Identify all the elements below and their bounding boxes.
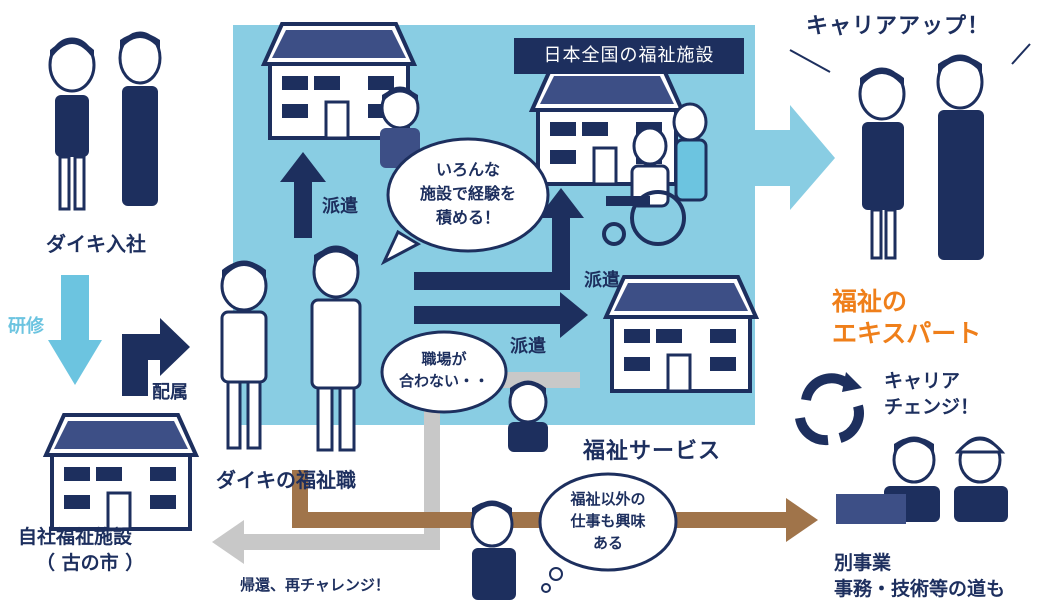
interest-line-2: 仕事も興味 <box>570 512 646 530</box>
welfare-expert-line-2: エキスパート <box>832 319 982 348</box>
dispatch-label-1: 派遣 <box>322 196 358 217</box>
other-business-line-2: 事務・技術等の道も <box>834 578 1006 600</box>
daiki-join-label: ダイキ入社 <box>46 232 146 256</box>
dispatch-label-3: 派遣 <box>510 336 546 357</box>
experience-bubble-text: いろんな 施設で経験を 積める！ <box>398 158 538 230</box>
career-up-arrow <box>755 105 835 210</box>
facility-building-3 <box>604 275 758 393</box>
panel-title: 日本全国の福祉施設 <box>514 38 744 74</box>
return-challenge-label: 帰還、再チャレンジ！ <box>240 576 390 594</box>
own-facility-label: 自社福祉施設 <box>18 526 133 548</box>
caregiver-with-wheelchair <box>602 102 708 246</box>
new-employee-woman <box>48 37 96 211</box>
dispatch-arrow-upper <box>414 188 584 290</box>
service-label: 福祉サービス <box>583 439 722 464</box>
training-label: 研修 <box>8 316 44 337</box>
expert-woman <box>858 67 906 260</box>
career-change-line-1: キャリア <box>884 370 961 392</box>
experience-bubble <box>380 137 550 266</box>
dispatch-label-2: 派遣 <box>584 270 620 291</box>
interest-line-1: 福祉以外の <box>570 490 646 508</box>
interest-bubble-text: 福祉以外の 仕事も興味 ある <box>548 488 668 554</box>
mismatch-bubble <box>380 330 508 414</box>
career-up-label: キャリアアップ！ <box>806 14 991 39</box>
dispatch-up-arrow <box>280 152 326 238</box>
interest-line-3: ある <box>592 534 623 552</box>
career-change-line-2: チェンジ！ <box>884 396 980 418</box>
other-business-line-1: 別事業 <box>834 552 892 574</box>
mismatch-line-2: 合わない・・ <box>398 372 489 390</box>
experience-line-2: 施設で経験を <box>419 184 516 203</box>
career-change-cycle-icon <box>795 373 864 446</box>
training-arrow <box>48 275 102 385</box>
sparkle-line-right <box>1011 43 1031 65</box>
thinking-staff <box>470 500 516 600</box>
technical-worker <box>954 436 1008 522</box>
own-facility-location: （ 古の市 ） <box>36 552 145 574</box>
dispatch-arrow-lower <box>414 292 588 338</box>
welfare-expert-line-1: 福祉の <box>832 287 908 316</box>
worried-staff <box>508 380 548 452</box>
expert-man <box>936 54 984 260</box>
welfare-staff-man <box>310 245 362 452</box>
assignment-arrow <box>122 318 190 396</box>
mismatch-line-1: 職場が <box>421 350 467 368</box>
experience-line-1: いろんな <box>435 160 500 179</box>
own-facility-building <box>44 413 198 531</box>
daiki-welfare-staff-label: ダイキの福祉職 <box>216 468 356 492</box>
welfare-staff-woman <box>220 260 268 450</box>
experience-line-3: 積める！ <box>435 208 500 227</box>
mismatch-bubble-text: 職場が 合わない・・ <box>388 348 500 392</box>
office-worker <box>836 436 940 524</box>
assignment-label: 配属 <box>152 382 188 403</box>
new-employee-man <box>118 31 162 206</box>
interest-bubble <box>538 472 678 593</box>
sparkle-line-left <box>789 49 831 73</box>
